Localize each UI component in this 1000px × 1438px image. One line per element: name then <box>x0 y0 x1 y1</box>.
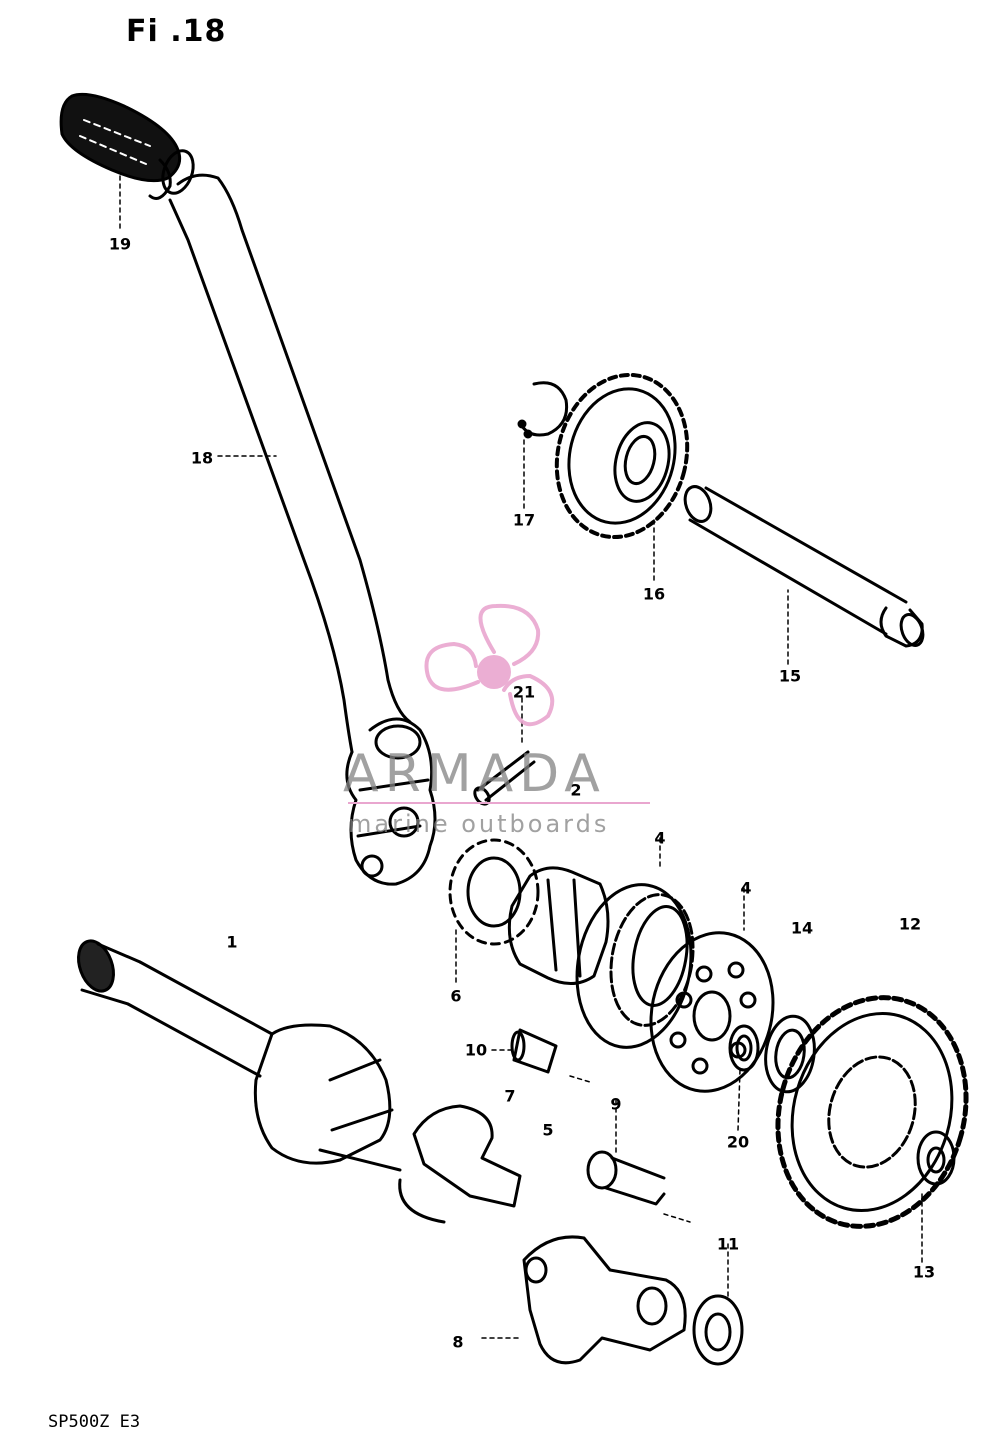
callout-4: 4 <box>654 828 666 848</box>
callout-13: 13 <box>912 1262 936 1282</box>
washer-15 <box>728 1024 760 1072</box>
figure-title: Fi .18 <box>126 14 227 49</box>
callout-5: 5 <box>542 1120 554 1140</box>
ratchet <box>507 866 610 985</box>
callout-19: 18 <box>190 448 214 468</box>
spring-drum <box>575 883 695 1049</box>
callout-11: 11 <box>716 1234 740 1254</box>
washer-6 <box>448 838 540 946</box>
circlip-13 <box>916 1130 956 1186</box>
pin-10 <box>510 1028 558 1074</box>
callout-10: 10 <box>464 1040 488 1060</box>
callout-6: 6 <box>450 986 462 1006</box>
kick-lever <box>168 173 437 886</box>
kick-starter-shaft <box>77 939 402 1172</box>
callout-16: 15 <box>778 666 802 686</box>
callout-4b: 4 <box>740 878 752 898</box>
callout-21: 21 <box>512 682 536 702</box>
circlip-18 <box>517 381 569 439</box>
callout-18: 17 <box>512 510 536 530</box>
cam-spring <box>398 1104 522 1224</box>
watermark-brand: ARMADA <box>343 744 606 804</box>
leader-lines <box>119 171 923 1339</box>
callout-7: 7 <box>504 1086 516 1106</box>
kick-drive-gear <box>775 995 969 1229</box>
plate-with-holes <box>649 931 775 1093</box>
watermark-rule <box>348 802 650 804</box>
callout-12: 12 <box>898 914 922 934</box>
model-code: SP500Z E3 <box>48 1412 141 1432</box>
callout-14: 14 <box>790 918 814 938</box>
washer-11 <box>692 1294 744 1366</box>
callout-8: 8 <box>452 1332 464 1352</box>
callout-2: 2 <box>570 780 582 800</box>
callout-1: 1 <box>226 932 238 952</box>
callout-9: 9 <box>610 1094 622 1114</box>
callout-20: 19 <box>108 234 132 254</box>
callout-15: 20 <box>726 1132 750 1152</box>
bolt-9 <box>586 1150 666 1206</box>
guide-plate <box>522 1235 687 1365</box>
kick-shaft <box>683 485 925 648</box>
callout-17: 16 <box>642 584 666 604</box>
kick-grip <box>59 92 195 200</box>
watermark-tagline: marine outboards <box>348 810 610 838</box>
propeller-icon <box>424 603 555 727</box>
kick-idle-gear <box>554 372 690 540</box>
